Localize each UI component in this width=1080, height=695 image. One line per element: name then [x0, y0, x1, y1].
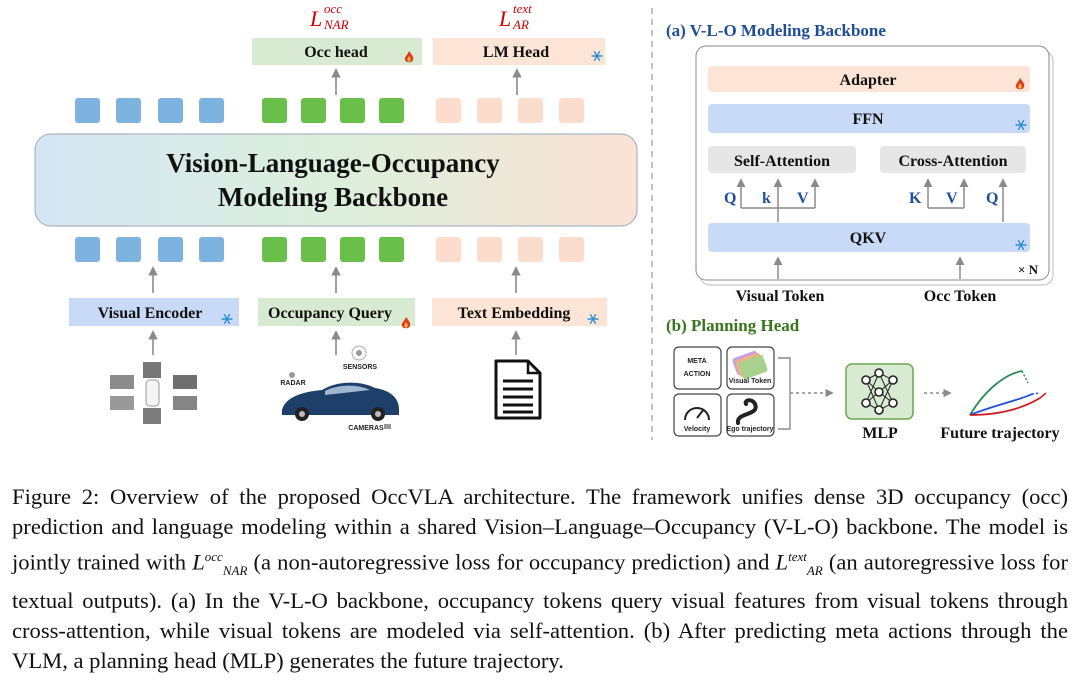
car-icon: SENSORS RADAR CAMERAS: [280, 345, 399, 432]
velocity-tile: [673, 393, 722, 437]
self-attention-label: Self-Attention: [734, 153, 830, 170]
cross-q-label: Q: [986, 190, 998, 207]
occ-head-box: [252, 38, 422, 65]
lm-head-box: [433, 38, 605, 65]
repeat-label: × N: [1018, 262, 1039, 277]
cross-attention-label: Cross-Attention: [898, 153, 1007, 170]
top-token-row: [75, 98, 584, 123]
svg-text:AR: AR: [512, 17, 529, 32]
occ-token-label: Occ Token: [924, 288, 997, 305]
mlp-label: MLP: [862, 425, 898, 442]
ffn-label: FFN: [852, 111, 884, 128]
qkv-arrows: [736, 178, 1008, 222]
svg-text:RADAR: RADAR: [280, 380, 305, 387]
svg-text:NAR: NAR: [323, 17, 349, 32]
cross-k-label: K: [909, 190, 922, 207]
occupancy-query-box: [258, 298, 415, 326]
svg-text:META: META: [687, 358, 706, 365]
ffn-box: [708, 104, 1030, 133]
visual-encoder-box: [69, 298, 239, 326]
road-icon: [736, 398, 758, 425]
lm-head-label: LM Head: [483, 44, 549, 61]
caption-loss-occ: LoccNAR: [192, 549, 248, 579]
trajectory-icon: [969, 370, 1047, 416]
adapter-label: Adapter: [840, 72, 897, 89]
svg-text:L: L: [309, 6, 322, 31]
panel-a-title: (a) V-L-O Modeling Backbone: [666, 21, 886, 40]
self-attention-box: [708, 146, 856, 173]
qkv-label: QKV: [850, 230, 887, 247]
svg-text:L: L: [498, 6, 511, 31]
loss-occ-label: L occ NAR: [309, 1, 349, 32]
backbone-title-line1: Vision-Language-Occupancy: [166, 148, 500, 178]
gauge-icon: [684, 407, 710, 421]
backbone-title-line2: Modeling Backbone: [218, 182, 448, 212]
svg-text:CAMERAS: CAMERAS: [348, 425, 384, 432]
svg-text:occ: occ: [324, 1, 342, 16]
self-k-label: k: [762, 190, 771, 207]
backbone-box: [34, 133, 638, 227]
cross-attention-box: [880, 146, 1026, 173]
svg-text:Ego trajectory: Ego trajectory: [726, 426, 773, 433]
neural-net-icon: [861, 368, 898, 415]
future-trajectory-label: Future trajectory: [940, 425, 1059, 442]
cross-v-label: V: [946, 190, 958, 207]
svg-text:Visual Token: Visual Token: [729, 378, 772, 385]
self-v-label: V: [797, 190, 809, 207]
svg-text:SENSORS: SENSORS: [343, 364, 378, 371]
figure-caption: Figure 2: Overview of the proposed OccVL…: [12, 484, 1068, 674]
svg-text:text: text: [513, 1, 532, 16]
visual-encoder-label: Visual Encoder: [98, 305, 203, 322]
stacked-tokens-icon: [732, 350, 768, 380]
visual-token-label: Visual Token: [736, 288, 825, 305]
text-embedding-label: Text Embedding: [458, 305, 571, 322]
camera-grid-icon: [110, 362, 197, 424]
document-icon: [494, 359, 542, 420]
panel-b-title: (b) Planning Head: [666, 316, 800, 335]
adapter-box: [708, 66, 1030, 92]
occupancy-query-label: Occupancy Query: [268, 305, 392, 322]
ego-trajectory-tile: [726, 393, 775, 437]
qkv-box: [708, 223, 1030, 252]
text-embedding-box: [432, 298, 607, 326]
bottom-token-row: [75, 237, 584, 262]
svg-text:ACTION: ACTION: [684, 371, 711, 378]
loss-text-label: L text AR: [498, 1, 532, 32]
meta-action-tile: [673, 346, 722, 390]
caption-loss-text: LtextAR: [775, 549, 823, 579]
self-q-label: Q: [724, 190, 736, 207]
svg-text:Velocity: Velocity: [684, 426, 711, 433]
occ-head-label: Occ head: [304, 44, 368, 61]
